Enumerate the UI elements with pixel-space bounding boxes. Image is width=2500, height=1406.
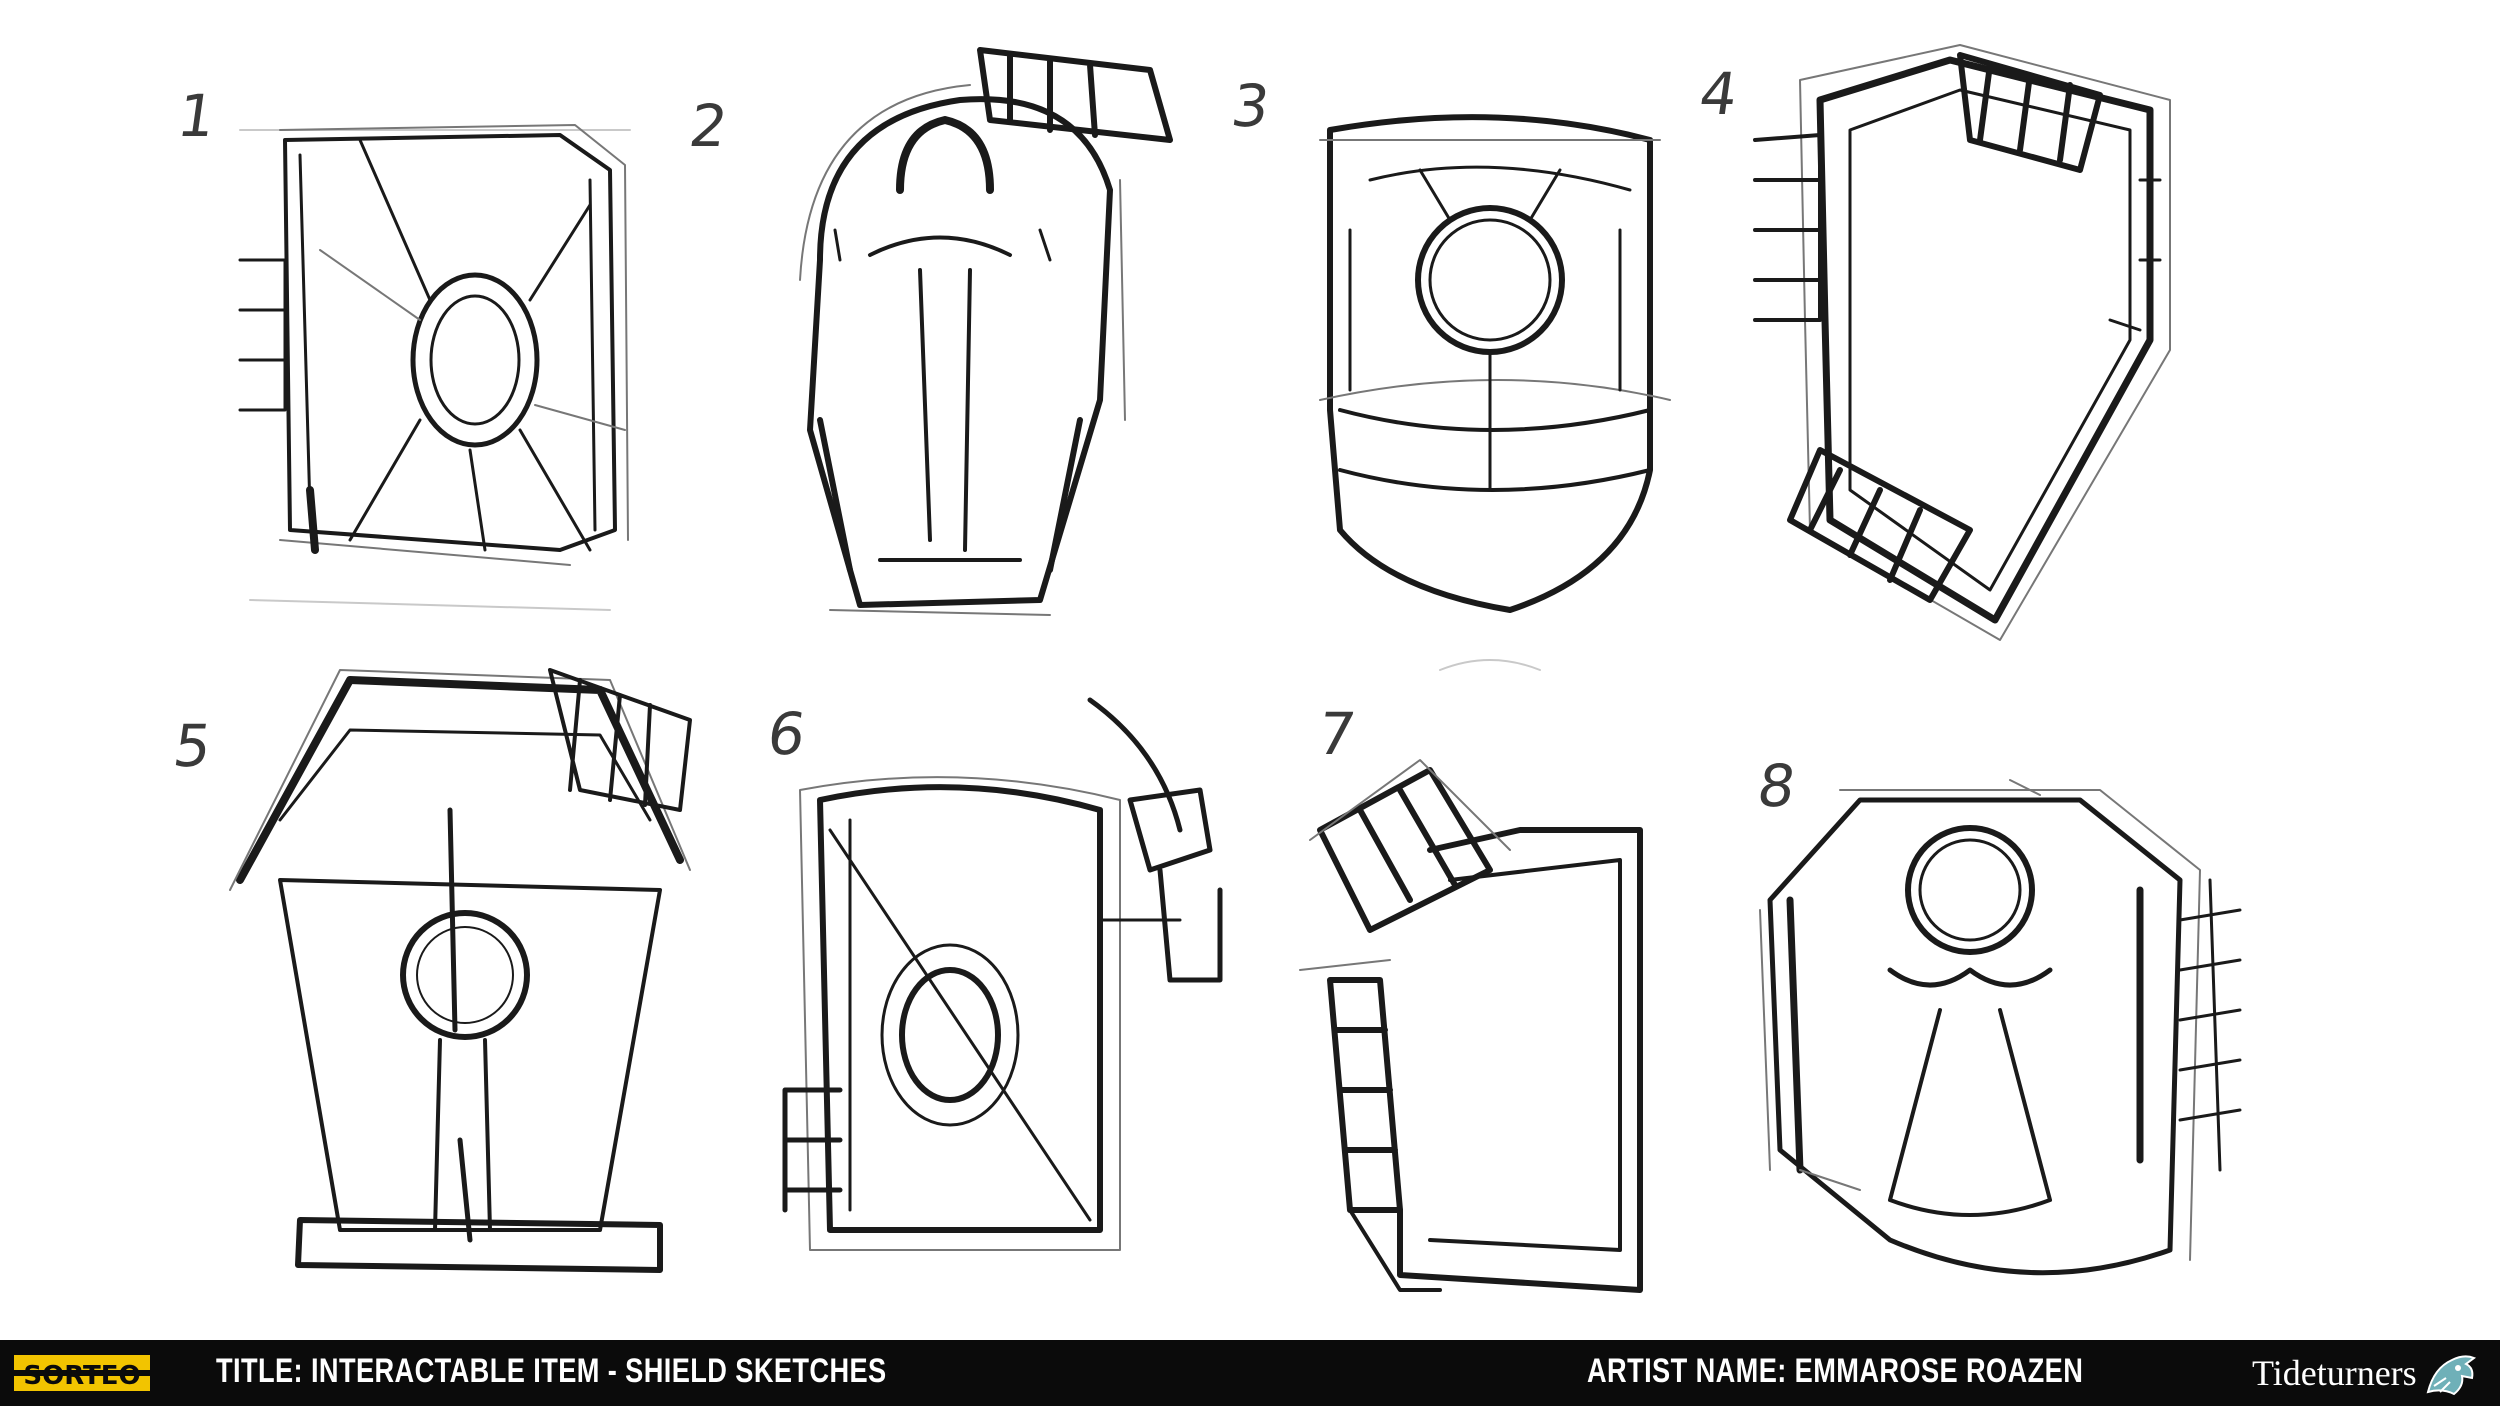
sketch-canvas: 1 2 3 4 5 6 7 8 bbox=[169, 20, 2280, 1320]
footer-artist: ARTIST NAME: EMMAROSE ROAZEN bbox=[1587, 1352, 2084, 1390]
shield-sketch-2 bbox=[780, 40, 1200, 620]
brand-name: Tideturners bbox=[2252, 1353, 2417, 1393]
shield-sketch-3 bbox=[1310, 70, 1690, 671]
sketch-number-5: 5 bbox=[169, 712, 216, 780]
shield-sketch-6 bbox=[760, 690, 1280, 1270]
shield-sketch-8 bbox=[1740, 770, 2280, 1320]
sketch-number-2: 2 bbox=[685, 92, 732, 160]
sketch-number-3: 3 bbox=[1227, 72, 1274, 140]
sketch-number-1: 1 bbox=[173, 82, 220, 150]
shield-sketch-7 bbox=[1290, 730, 1670, 1300]
sorteo-logo: SORTEO bbox=[14, 1355, 150, 1391]
shield-sketch-5 bbox=[220, 640, 720, 1280]
shield-sketch-4 bbox=[1730, 20, 2200, 650]
footer-title: TITLE: INTERACTABLE ITEM - SHIELD SKETCH… bbox=[216, 1352, 887, 1390]
logo-text: SORTEO bbox=[23, 1361, 140, 1391]
shield-sketch-1 bbox=[230, 110, 670, 620]
footer-bar: SORTEO TITLE: INTERACTABLE ITEM - SHIELD… bbox=[0, 1340, 2500, 1406]
dragon-head-icon bbox=[2426, 1355, 2477, 1396]
